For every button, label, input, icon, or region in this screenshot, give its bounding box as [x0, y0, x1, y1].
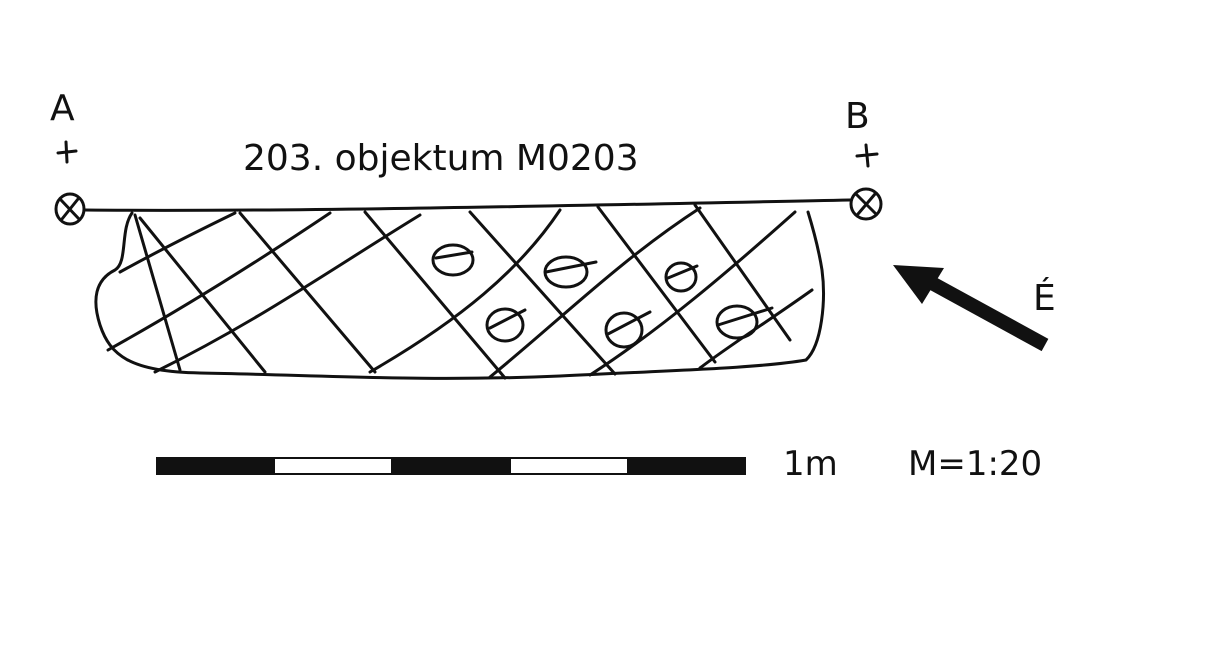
- inclusion-icon: [543, 255, 598, 289]
- north-label: É: [1033, 277, 1056, 319]
- scale-segment: [627, 457, 746, 475]
- pit-outline: [94, 210, 825, 380]
- inclusion-icon: [431, 243, 475, 277]
- point-a-survey-marker-icon: [54, 192, 86, 226]
- point-b-survey-marker-icon: [849, 187, 883, 221]
- point-b-cross-icon: [855, 143, 879, 168]
- fill-hatching: [106, 203, 814, 380]
- scale-segment: [273, 457, 393, 475]
- point-b-label: B: [845, 96, 870, 137]
- scale-bar: [156, 457, 746, 475]
- inclusion-icon: [604, 310, 652, 349]
- scale-ratio-label: M=1:20: [908, 444, 1042, 484]
- point-a-label: A: [50, 88, 75, 129]
- inclusion-icon: [664, 261, 699, 293]
- scale-segment: [156, 457, 275, 475]
- inclusions: [431, 243, 774, 349]
- north-arrow-icon: [893, 265, 1049, 352]
- scale-segment: [391, 457, 511, 475]
- section-line-a-b: [83, 198, 852, 212]
- inclusion-icon: [715, 304, 774, 340]
- feature-title: 203. objektum M0203: [243, 138, 639, 179]
- scale-segment: [509, 457, 629, 475]
- point-a-cross-icon: [56, 140, 78, 164]
- inclusion-icon: [485, 307, 527, 343]
- scale-length-label: 1m: [783, 444, 838, 484]
